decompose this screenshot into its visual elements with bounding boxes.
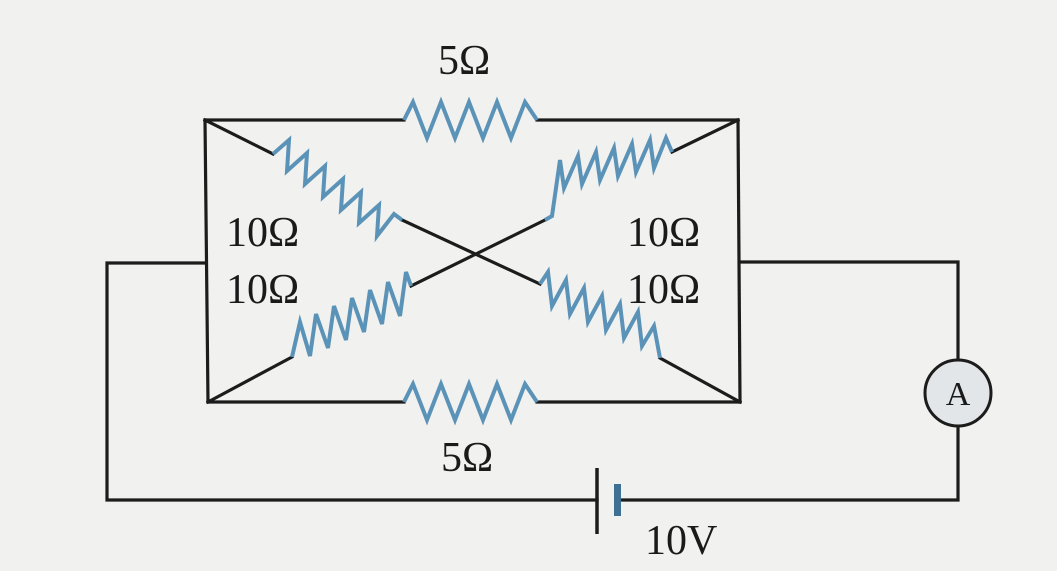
label-upper-right-resistor: 10Ω [627, 210, 700, 256]
resistor-upper-right-10ohm [544, 132, 674, 222]
diag-wire-bl [205, 354, 295, 405]
diag-wire-tl-center [399, 217, 543, 287]
resistor-top-5ohm [402, 96, 539, 144]
label-battery: 10V [645, 518, 717, 564]
resistor-lower-left-10ohm [290, 271, 413, 358]
diag-wire-tr [669, 117, 741, 155]
outer-left-wire [105, 261, 599, 502]
label-top-resistor: 5Ω [438, 38, 490, 84]
diag-wire-br [657, 355, 743, 405]
label-lower-left-resistor: 10Ω [226, 267, 299, 313]
resistor-upper-left-10ohm [271, 135, 404, 243]
ammeter-label: A [946, 376, 971, 413]
battery [595, 468, 621, 534]
outer-right-lower-wire [618, 424, 960, 502]
ammeter: A [923, 358, 993, 428]
ammeter-circle [923, 358, 993, 428]
left-frame-wire [203, 118, 210, 404]
label-upper-left-resistor: 10Ω [226, 210, 299, 256]
diag-wire-tl [202, 117, 276, 157]
label-lower-right-resistor: 10Ω [627, 267, 700, 313]
resistor-lower-right-10ohm [538, 266, 662, 359]
label-bottom-resistor: 5Ω [441, 435, 493, 481]
resistor-bottom-5ohm [402, 378, 539, 426]
battery-short-plate [614, 484, 621, 516]
outer-right-wire [738, 260, 960, 362]
diag-wire-tr-center [408, 217, 548, 289]
